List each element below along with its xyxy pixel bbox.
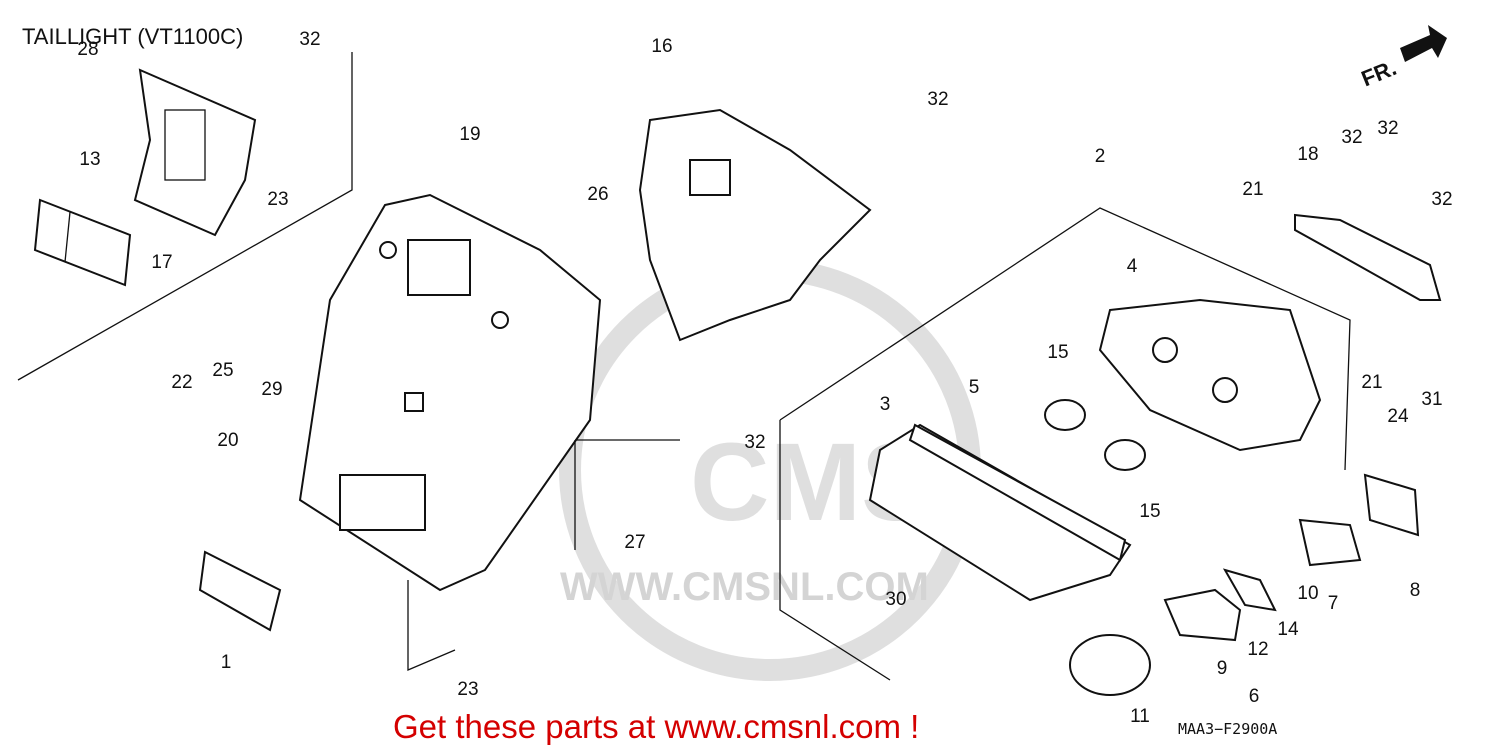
assembly-outline [779, 207, 1351, 471]
callout-23: 23 [267, 189, 288, 210]
front-direction-arrow: FR. [1358, 25, 1447, 91]
part-8-plate[interactable] [1363, 473, 1420, 537]
callout-10: 10 [1297, 583, 1318, 604]
part-15-bulb-a[interactable] [1044, 399, 1086, 431]
callout-13: 13 [79, 149, 100, 170]
callout-27: 27 [624, 532, 645, 553]
part-11-socket[interactable] [1069, 634, 1151, 696]
part-17-bracket[interactable] [133, 68, 257, 237]
callout-22: 22 [171, 372, 192, 393]
callout-25: 25 [212, 360, 233, 381]
promo-text[interactable]: Get these parts at www.cmsnl.com ! [393, 708, 919, 745]
callout-7: 7 [1328, 593, 1339, 614]
callout-15: 15 [1047, 342, 1068, 363]
part-13-reflector[interactable] [33, 198, 132, 287]
watermark-url: WWW.CMSNL.COM [560, 565, 929, 609]
part-16-bracket[interactable] [638, 108, 872, 342]
part-19-license-bracket[interactable] [298, 193, 602, 592]
callout-1: 1 [221, 652, 232, 673]
callout-26: 26 [587, 184, 608, 205]
part-4-housing[interactable] [1098, 298, 1322, 452]
callout-8: 8 [1410, 580, 1421, 601]
callout-32: 32 [1431, 189, 1452, 210]
callout-30: 30 [885, 589, 906, 610]
callout-32: 32 [1377, 118, 1398, 139]
callout-18: 18 [1297, 144, 1318, 165]
callout-11: 11 [1130, 706, 1150, 727]
callout-29: 29 [261, 379, 282, 400]
direction-label: FR. [1358, 55, 1400, 91]
callout-12: 12 [1247, 639, 1268, 660]
part-7-socket[interactable] [1298, 518, 1362, 567]
callout-28: 28 [77, 39, 98, 60]
callout-24: 24 [1387, 406, 1409, 427]
callout-21: 21 [1242, 179, 1263, 200]
callout-31: 31 [1421, 389, 1442, 410]
part-1-reflector[interactable] [198, 550, 282, 632]
callout-19: 19 [459, 124, 480, 145]
callout-21: 21 [1361, 372, 1382, 393]
part-18-stay[interactable] [1294, 213, 1442, 301]
callout-17: 17 [151, 252, 172, 273]
callout-23: 23 [457, 679, 478, 700]
callout-32: 32 [927, 89, 948, 110]
assembly-outline-lower [779, 420, 891, 681]
callout-5: 5 [969, 377, 980, 398]
divider-line [17, 52, 353, 381]
callout-20: 20 [217, 430, 238, 451]
callout-2: 2 [1095, 146, 1106, 167]
leader-23-lower [407, 580, 456, 671]
callout-32: 32 [744, 432, 765, 453]
callout-6: 6 [1249, 686, 1260, 707]
part-9-cover[interactable] [1163, 588, 1242, 642]
diagram-title: TAILLIGHT (VT1100C) [22, 24, 243, 49]
callout-4: 4 [1127, 256, 1138, 277]
callout-9: 9 [1217, 658, 1228, 679]
callout-14: 14 [1277, 619, 1299, 640]
callout-3: 3 [880, 394, 891, 415]
drawing-code: MAA3−F2900A [1178, 720, 1277, 738]
callout-32: 32 [1341, 127, 1362, 148]
part-3-lens[interactable] [868, 423, 1132, 602]
part-12-plate[interactable] [1222, 568, 1277, 612]
part-5-gasket[interactable] [908, 423, 1127, 562]
part-15-bulb-b[interactable] [1104, 439, 1146, 471]
callout-15: 15 [1139, 501, 1160, 522]
callout-16: 16 [651, 36, 672, 57]
callout-32: 32 [299, 29, 320, 50]
